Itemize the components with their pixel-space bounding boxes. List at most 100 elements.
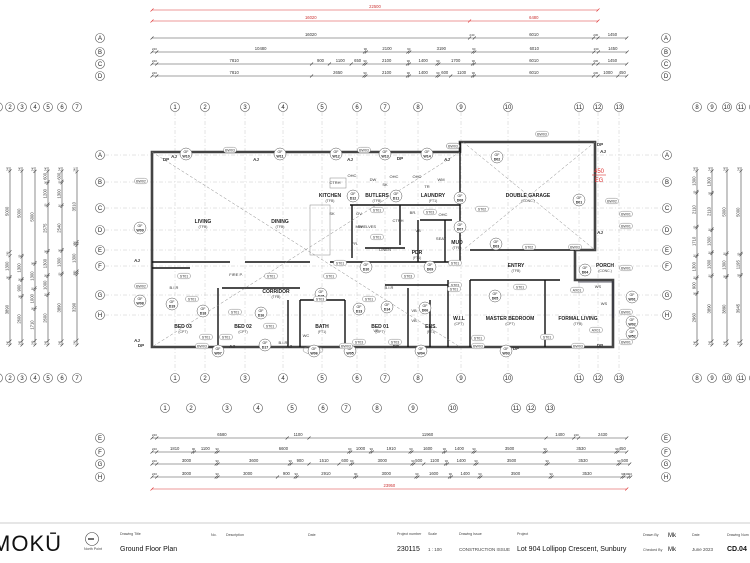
room-corridor: CORRIDOR(TFB) [262, 289, 290, 299]
dimension-value: 90 [478, 472, 482, 476]
svg-text:240: 240 [19, 166, 22, 171]
svg-text:D: D [665, 228, 670, 234]
svg-text:W.I.L: W.I.L [453, 316, 465, 322]
svg-text:A: A [664, 36, 668, 42]
dimension-value: 1700 [451, 58, 461, 63]
grid-bubble-G: G [95, 290, 105, 300]
dimension-value: 3500 [505, 446, 515, 451]
dimension-value: 90 [415, 472, 419, 476]
svg-text:D17: D17 [262, 346, 269, 350]
svg-text:ST03: ST03 [316, 297, 325, 301]
side-bubble-4: 4 [30, 373, 40, 383]
svg-text:Drawing Title: Drawing Title [120, 532, 141, 536]
dimension-value: 900 [283, 471, 291, 476]
grid-bubble-5: 5 [287, 403, 297, 413]
dimension-value: 6580 [217, 432, 227, 437]
svg-text:10: 10 [505, 376, 512, 382]
material-tag-bw03: BW03 [339, 342, 353, 350]
dimension-value: 90 [192, 447, 196, 451]
svg-text:ST01: ST01 [451, 261, 460, 265]
grid-bubble-4: 4 [253, 403, 263, 413]
svg-text:9: 9 [710, 105, 714, 111]
dimension-value: 600 [441, 70, 449, 75]
svg-text:8: 8 [416, 105, 420, 111]
svg-text:9: 9 [459, 105, 463, 111]
svg-text:B: B [665, 180, 669, 186]
dimension-value: 900 [297, 458, 305, 463]
svg-text:ST03: ST03 [426, 210, 435, 214]
marker-dp: DP [393, 344, 399, 349]
svg-text:CONSTRUCTION ISSUE: CONSTRUCTION ISSUE [459, 547, 510, 552]
svg-text:D08: D08 [457, 199, 464, 203]
svg-text:GF: GF [423, 304, 429, 308]
svg-text:3: 3 [243, 376, 247, 382]
dimension-value: 90 [621, 472, 625, 476]
dimension-value: 1600 [429, 471, 439, 476]
grid-bubble-13: 13 [545, 403, 555, 413]
side-bubble-1: 1 [0, 102, 3, 112]
grid-bubble-1: 1 [170, 102, 180, 112]
svg-text:(FT1): (FT1) [429, 199, 438, 203]
dimension-value: 90 [472, 47, 476, 51]
svg-text:W07: W07 [214, 352, 221, 356]
dimension-value: 1100 [457, 70, 467, 75]
svg-text:BW03: BW03 [570, 245, 580, 249]
svg-text:A: A [98, 153, 102, 159]
svg-text:3: 3 [225, 406, 229, 412]
grid-bubble-2: 2 [186, 403, 196, 413]
svg-text:E: E [98, 436, 102, 442]
svg-text:90: 90 [45, 203, 48, 206]
svg-text:10: 10 [724, 105, 731, 111]
svg-text:Description: Description [226, 533, 244, 537]
svg-text:D05: D05 [492, 297, 499, 301]
dimension-value: 1100 [294, 432, 304, 437]
svg-text:ST03: ST03 [391, 340, 400, 344]
svg-text:W08: W08 [136, 302, 143, 306]
svg-text:ST01: ST01 [222, 335, 231, 339]
svg-text:4: 4 [33, 376, 37, 382]
svg-text:GF: GF [583, 266, 589, 270]
room-laundry: LAUNDRY(FT1) [421, 193, 446, 203]
svg-text:BW03: BW03 [341, 344, 351, 348]
svg-text:(TFB): (TFB) [512, 269, 521, 273]
dim-bubble-F: F [95, 447, 105, 457]
svg-text:3: 3 [243, 105, 247, 111]
svg-text:90: 90 [709, 228, 712, 231]
dimension-value: 3290 [72, 302, 77, 312]
grid-bubble-9: 9 [456, 373, 466, 383]
grid-bubble-12: 12 [593, 373, 603, 383]
dim-bubble-H: H [661, 472, 671, 482]
svg-text:BW01: BW01 [621, 224, 631, 228]
side-bubble-2: 2 [5, 373, 15, 383]
svg-text:240: 240 [19, 340, 22, 345]
material-tag-bw02: BW02 [134, 177, 148, 185]
svg-text:8: 8 [375, 406, 379, 412]
svg-text:GF: GF [494, 240, 500, 244]
dimension-value: 900 [317, 58, 325, 63]
dimension-value: 90 [363, 59, 367, 63]
dimension-value: 90 [363, 71, 367, 75]
svg-text:GF: GF [458, 194, 464, 198]
svg-text:(FT1): (FT1) [413, 256, 422, 260]
svg-text:BUTLERS: BUTLERS [365, 193, 389, 199]
material-tag-bw01: BW01 [619, 210, 633, 218]
grid-bubble-10: 10 [448, 403, 458, 413]
svg-text:8: 8 [695, 376, 699, 382]
dimension-value: 90 [354, 472, 358, 476]
grid-bubble-1: 1 [170, 373, 180, 383]
svg-text:D09: D09 [427, 268, 434, 272]
svg-text:BATH: BATH [315, 324, 329, 330]
svg-text:240: 240 [724, 340, 727, 345]
svg-text:BW03: BW03 [225, 148, 235, 152]
svg-text:240: 240 [724, 166, 727, 171]
dimension-value: 1195 [736, 260, 741, 270]
svg-text:F: F [98, 264, 102, 270]
dimension-value: 1710 [30, 320, 35, 330]
